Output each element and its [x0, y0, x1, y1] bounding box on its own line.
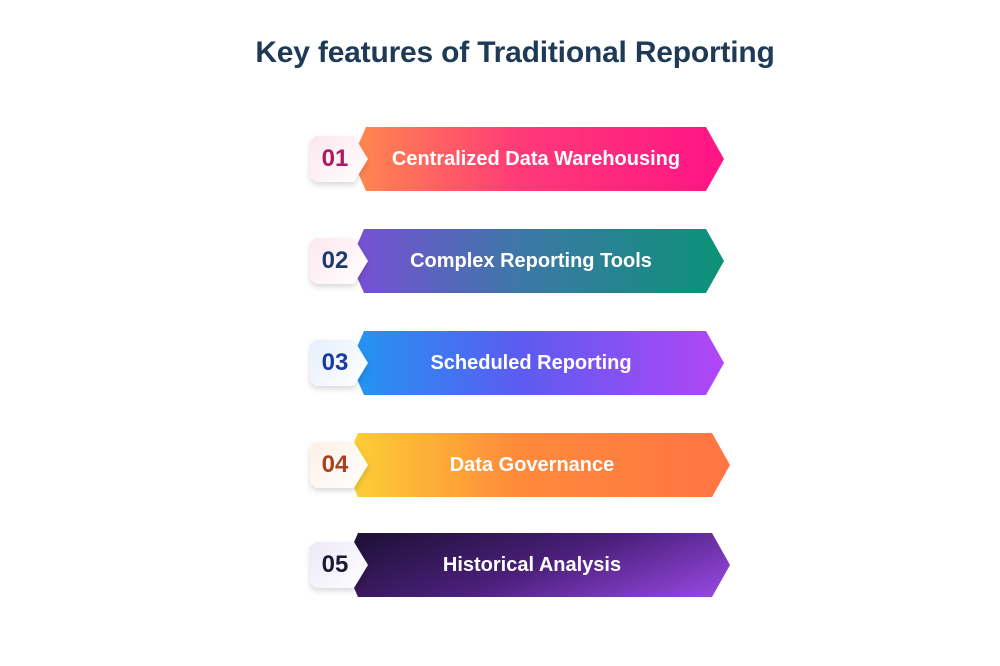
feature-item-5: Historical Analysis 05 [310, 533, 734, 597]
feature-item-2: Complex Reporting Tools 02 [310, 229, 730, 293]
feature-bar [344, 433, 730, 497]
feature-label: Data Governance [449, 454, 615, 476]
feature-item-1: Centralized Data Warehousing 01 [310, 127, 730, 191]
badge-number: 02 [321, 247, 349, 274]
feature-label: Centralized Data Warehousing [391, 148, 681, 170]
feature-bar [352, 127, 724, 191]
feature-label: Scheduled Reporting [430, 352, 632, 374]
page-title: Key features of Traditional Reporting [255, 36, 775, 69]
number-badge: 05 [310, 542, 370, 592]
badge-number: 03 [321, 349, 349, 376]
number-badge: 01 [310, 136, 370, 186]
feature-bar [350, 331, 724, 395]
badge-number: 05 [321, 551, 349, 578]
number-badge: 02 [310, 238, 370, 288]
feature-label: Historical Analysis [442, 554, 622, 576]
feature-item-4: Data Governance 04 [310, 433, 734, 497]
badge-number: 04 [321, 451, 349, 478]
feature-bar [350, 229, 724, 293]
number-badge: 04 [310, 442, 370, 492]
feature-bar [344, 533, 730, 597]
badge-number: 01 [321, 145, 349, 172]
feature-item-3: Scheduled Reporting 03 [310, 331, 730, 395]
number-badge: 03 [310, 340, 370, 390]
feature-label: Complex Reporting Tools [410, 250, 652, 272]
